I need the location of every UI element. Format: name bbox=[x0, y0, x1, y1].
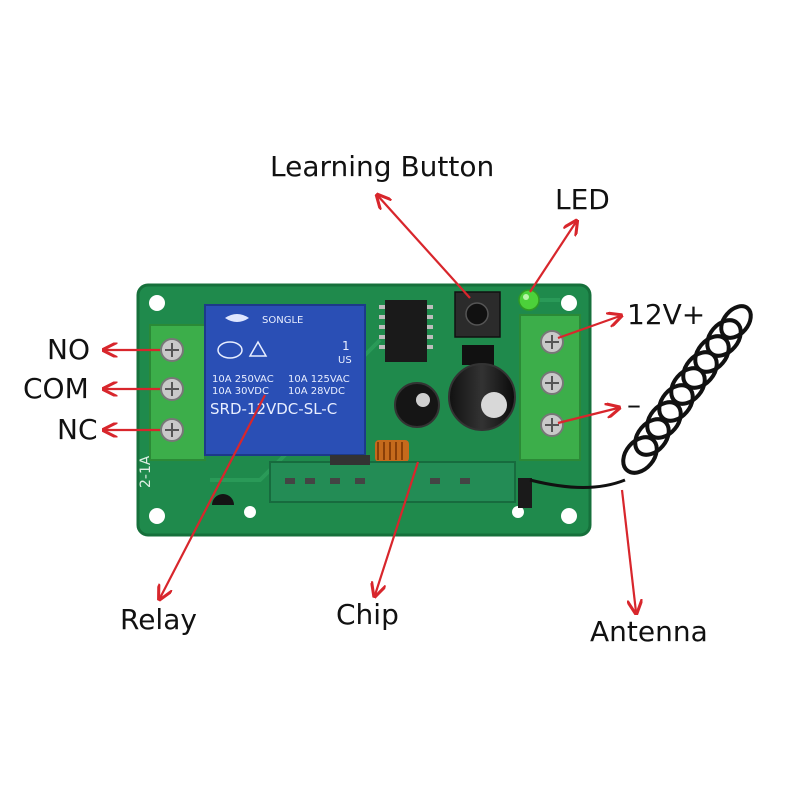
screw-com bbox=[160, 377, 184, 401]
label-learning-button: Learning Button bbox=[270, 150, 495, 183]
relay-model: SRD-12VDC-SL-C bbox=[210, 400, 337, 418]
transistor bbox=[212, 494, 234, 505]
arrow-antenna bbox=[620, 489, 636, 612]
screw-nc bbox=[160, 418, 184, 442]
relay-brand: SONGLE bbox=[262, 315, 303, 326]
label-com: COM bbox=[23, 372, 89, 405]
label-no: NO bbox=[47, 333, 90, 366]
label-relay: Relay bbox=[120, 603, 197, 636]
ic-dip-chip bbox=[379, 300, 433, 362]
relay-rating-right-1: 10A 125VAC bbox=[288, 374, 350, 385]
label-chip: Chip bbox=[336, 598, 399, 631]
diode bbox=[518, 478, 532, 508]
label-nc: NC bbox=[57, 413, 98, 446]
led-component bbox=[518, 289, 540, 311]
relay-cert-ul: US bbox=[338, 355, 352, 366]
arrow-relay bbox=[160, 394, 266, 598]
arrow-chip bbox=[375, 461, 420, 595]
small-capacitor bbox=[394, 382, 440, 428]
arrow-led bbox=[529, 222, 576, 293]
relay-rating-left-2: 10A 30VDC bbox=[212, 386, 269, 397]
label-negative: – bbox=[627, 388, 641, 421]
label-antenna: Antenna bbox=[590, 615, 708, 648]
rf-module-strip bbox=[269, 455, 516, 503]
relay-component: SONGLE 1 US 10A 250VAC 10A 30VDC 10A 125… bbox=[204, 304, 366, 456]
arrow-learning-button bbox=[378, 196, 471, 299]
relay-rating-left-1: 10A 250VAC bbox=[212, 374, 274, 385]
relay-cert-num: 1 bbox=[342, 339, 350, 353]
relay-rating-right-2: 10A 28VDC bbox=[288, 386, 345, 397]
screw-negative bbox=[540, 413, 564, 437]
pcb-marking: 2-1A bbox=[138, 455, 154, 488]
arrow-negative bbox=[557, 408, 618, 425]
screw-positive bbox=[540, 330, 564, 354]
label-led: LED bbox=[555, 183, 610, 216]
screw-middle bbox=[540, 371, 564, 395]
large-capacitor bbox=[448, 363, 516, 431]
antenna-coil bbox=[529, 304, 753, 489]
power-terminal-block bbox=[519, 314, 581, 461]
output-terminal-block bbox=[149, 324, 206, 461]
arrow-12v bbox=[557, 316, 620, 340]
inductor-coil bbox=[375, 440, 409, 462]
label-12v-positive: 12V+ bbox=[627, 298, 706, 331]
screw-no bbox=[160, 338, 184, 362]
learning-button-component bbox=[454, 291, 501, 365]
